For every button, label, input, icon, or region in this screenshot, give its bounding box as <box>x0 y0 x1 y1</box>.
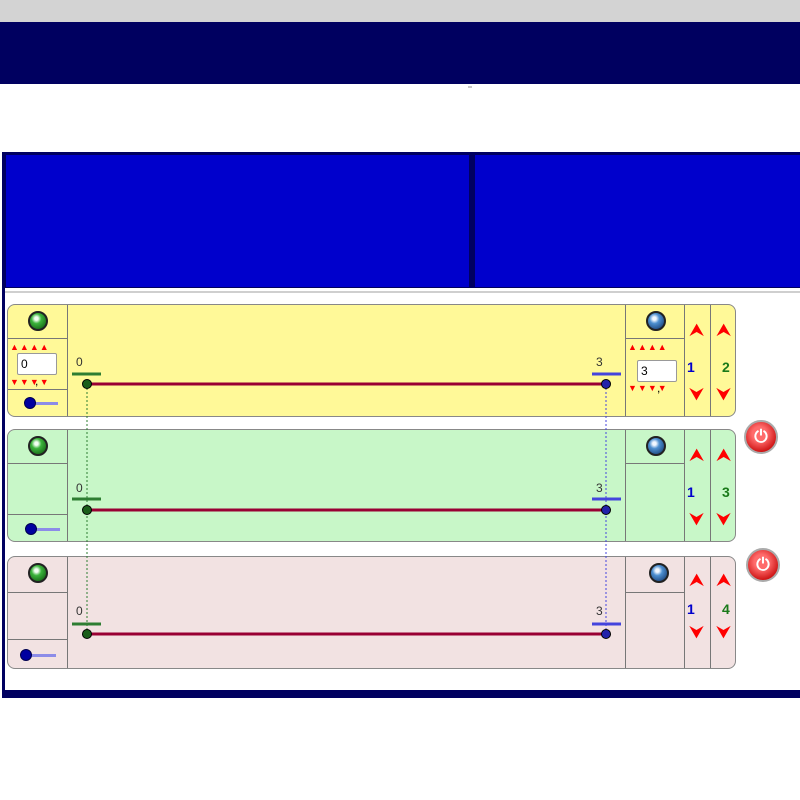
right-endpoint-input[interactable]: 3 <box>637 360 677 382</box>
row-1-panel: ▲▲▲▲ 0 ▼▼▼▼ , ▲▲▲▲ 3 ▼▼▼▼ , 0 3 ⮝ ⮟ ⮝ ⮟ … <box>7 304 736 417</box>
green-led-icon[interactable] <box>28 436 48 456</box>
row-2-left-point[interactable] <box>82 505 92 515</box>
column-1-value: 1 <box>687 484 695 500</box>
banner-separator <box>0 84 800 86</box>
decrease-triangles-left[interactable]: ▼▼▼▼ <box>10 377 50 387</box>
left-comma: , <box>35 374 39 388</box>
header-banner <box>0 22 800 86</box>
up-arrow-icon[interactable]: ⮝ <box>689 570 705 590</box>
increase-triangles-right[interactable]: ▲▲▲▲ <box>628 342 668 352</box>
row-2-panel: 0 3 ⮝ ⮟ ⮝ ⮟ 1 3 <box>7 429 736 542</box>
green-led-icon[interactable] <box>28 311 48 331</box>
bottom-frame-bar <box>2 690 800 698</box>
up-arrow-icon[interactable]: ⮝ <box>716 445 732 465</box>
row-3-slider-track[interactable] <box>28 654 56 657</box>
row-3-right-point[interactable] <box>601 629 611 639</box>
blue-led-icon[interactable] <box>646 311 666 331</box>
down-arrow-icon[interactable]: ⮟ <box>716 509 732 529</box>
left-axis-label: 0 <box>76 481 83 495</box>
right-axis-label: 3 <box>596 481 603 495</box>
left-endpoint-input[interactable]: 0 <box>17 353 57 375</box>
row-1-col2-divider <box>710 305 711 416</box>
decrease-triangles-right[interactable]: ▼▼▼▼ <box>628 383 668 393</box>
blue-led-icon[interactable] <box>649 563 669 583</box>
row-1-slider-knob[interactable] <box>24 397 36 409</box>
power-icon[interactable]: ⏻ <box>744 420 778 454</box>
row-3-panel: 0 3 ⮝ ⮟ ⮝ ⮟ 1 4 <box>7 556 736 669</box>
banner-divider <box>468 86 472 88</box>
column-1-value: 1 <box>687 601 695 617</box>
down-arrow-icon[interactable]: ⮟ <box>716 622 732 642</box>
column-2-value: 3 <box>722 484 730 500</box>
left-axis-label: 0 <box>76 355 83 369</box>
down-arrow-icon[interactable]: ⮟ <box>689 384 705 404</box>
down-arrow-icon[interactable]: ⮟ <box>689 509 705 529</box>
right-comma: , <box>657 381 661 395</box>
column-2-value: 2 <box>722 359 730 375</box>
down-arrow-icon[interactable]: ⮟ <box>716 384 732 404</box>
row-1-slider-track[interactable] <box>30 402 58 405</box>
info-panel-right <box>475 155 800 287</box>
row-1-left-divider <box>67 305 68 416</box>
top-grey-bar <box>0 0 800 22</box>
row-3-left-point[interactable] <box>82 629 92 639</box>
column-2-value: 4 <box>722 601 730 617</box>
row-1-right-point[interactable] <box>601 379 611 389</box>
up-arrow-icon[interactable]: ⮝ <box>689 320 705 340</box>
power-icon[interactable]: ⏻ <box>746 548 780 582</box>
canvas-separator <box>5 291 800 293</box>
increase-triangles-left[interactable]: ▲▲▲▲ <box>10 342 50 352</box>
up-arrow-icon[interactable]: ⮝ <box>716 320 732 340</box>
down-arrow-icon[interactable]: ⮟ <box>689 622 705 642</box>
left-axis-label: 0 <box>76 604 83 618</box>
row-2-slider-track[interactable] <box>30 528 60 531</box>
blue-led-icon[interactable] <box>646 436 666 456</box>
row-1-right-divider <box>625 305 626 416</box>
row-1-col1-divider <box>684 305 685 416</box>
row-1-left-point[interactable] <box>82 379 92 389</box>
up-arrow-icon[interactable]: ⮝ <box>716 570 732 590</box>
right-axis-label: 3 <box>596 604 603 618</box>
row-2-slider-knob[interactable] <box>25 523 37 535</box>
info-panel-left <box>6 155 469 287</box>
column-1-value: 1 <box>687 359 695 375</box>
row-3-slider-knob[interactable] <box>20 649 32 661</box>
row-2-right-point[interactable] <box>601 505 611 515</box>
right-axis-label: 3 <box>596 355 603 369</box>
up-arrow-icon[interactable]: ⮝ <box>689 445 705 465</box>
green-led-icon[interactable] <box>28 563 48 583</box>
